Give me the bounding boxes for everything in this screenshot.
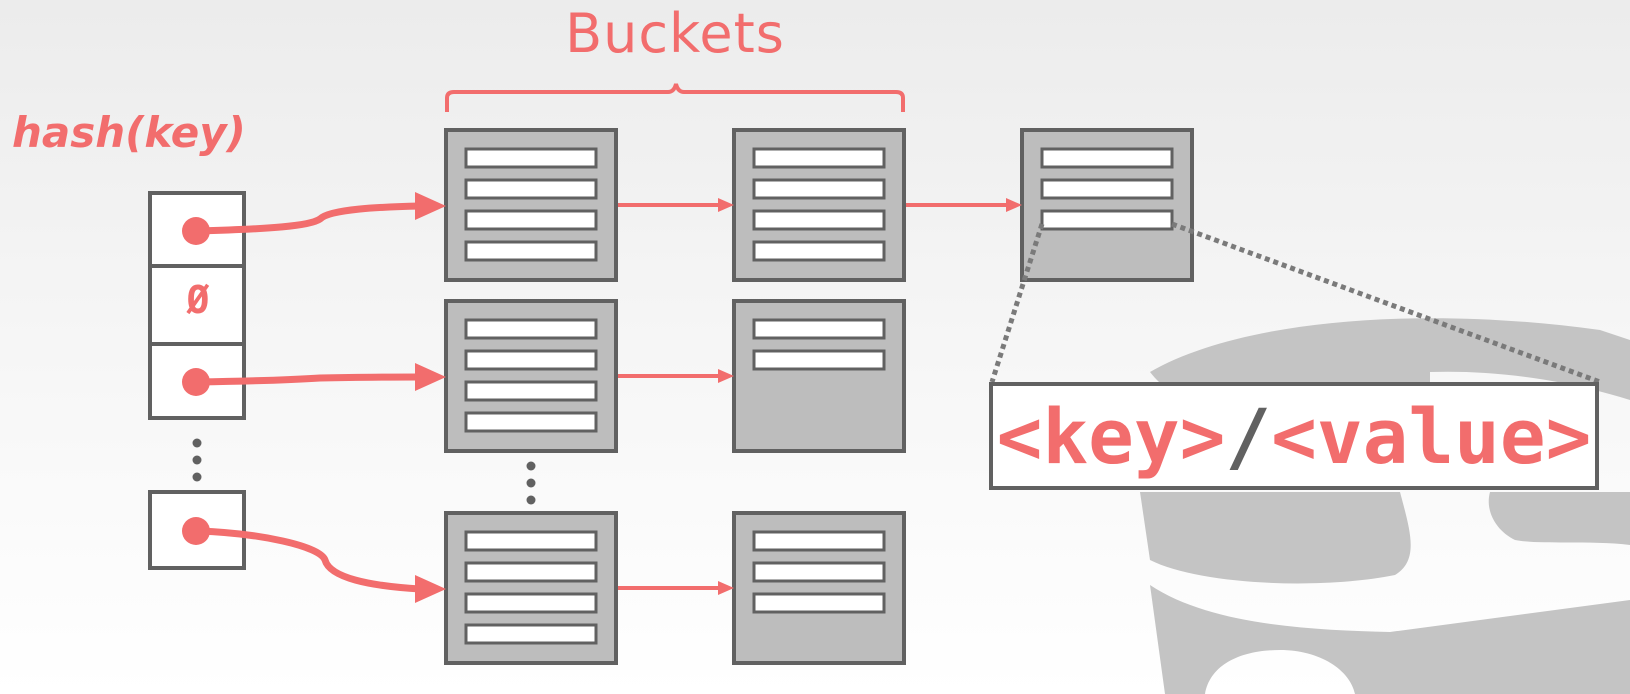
- bucket-entry: [752, 209, 886, 231]
- bucket-entry: [464, 147, 598, 169]
- bucket-row-2-col-2: [732, 299, 906, 453]
- bucket-entry: [752, 592, 886, 614]
- buckets-brace: [445, 83, 905, 112]
- bucket-row-1-col-3: [1020, 128, 1194, 282]
- bucket-row-2-col-1: [444, 299, 618, 453]
- bucket-entry: [464, 592, 598, 614]
- buckets-label: Buckets: [565, 2, 785, 65]
- bucket-row-1-col-2: [732, 128, 906, 282]
- bucket-entry: [464, 561, 598, 583]
- bucket-entry: [464, 530, 598, 552]
- record-value: <value>: [1271, 391, 1592, 481]
- bucket-entry: [752, 349, 886, 371]
- bucket-entry: [464, 318, 598, 340]
- bucket-ellipsis: [526, 461, 536, 505]
- bucket-row-3-col-1: [444, 511, 618, 665]
- database-logo-watermark: [1140, 318, 1630, 694]
- key-value-record: <key>/<value>: [989, 382, 1599, 490]
- slot-ellipsis: [192, 438, 202, 482]
- bucket-entry: [464, 209, 598, 231]
- zoom-guide-lines: [989, 221, 1601, 385]
- bucket-entry: [752, 178, 886, 200]
- bucket-entry: [464, 411, 598, 433]
- bucket-entry: [464, 349, 598, 371]
- bucket-row-1-col-1: [444, 128, 618, 282]
- bucket-chain-arrows: [618, 198, 1022, 595]
- bucket-entry: [464, 240, 598, 262]
- bucket-entry: [464, 380, 598, 402]
- bucket-entry: [1040, 178, 1174, 200]
- bucket-entry: [464, 623, 598, 645]
- bucket-entry: [752, 240, 886, 262]
- bucket-entry: [752, 561, 886, 583]
- bucket-entry: [752, 318, 886, 340]
- bucket-entry: [752, 530, 886, 552]
- record-key: <key>: [996, 391, 1226, 481]
- bucket-entry: [752, 147, 886, 169]
- hash-function-label: hash(key): [12, 108, 246, 157]
- bucket-entry: [1040, 147, 1174, 169]
- record-separator: /: [1225, 391, 1272, 481]
- empty-slot-symbol: Ø: [186, 278, 210, 322]
- slot-pointer-arrows: [193, 202, 424, 593]
- bucket-row-3-col-2: [732, 511, 906, 665]
- bucket-entry: [464, 178, 598, 200]
- slot-pointer-heads: [182, 192, 446, 603]
- bucket-entry-highlighted: [1040, 209, 1174, 231]
